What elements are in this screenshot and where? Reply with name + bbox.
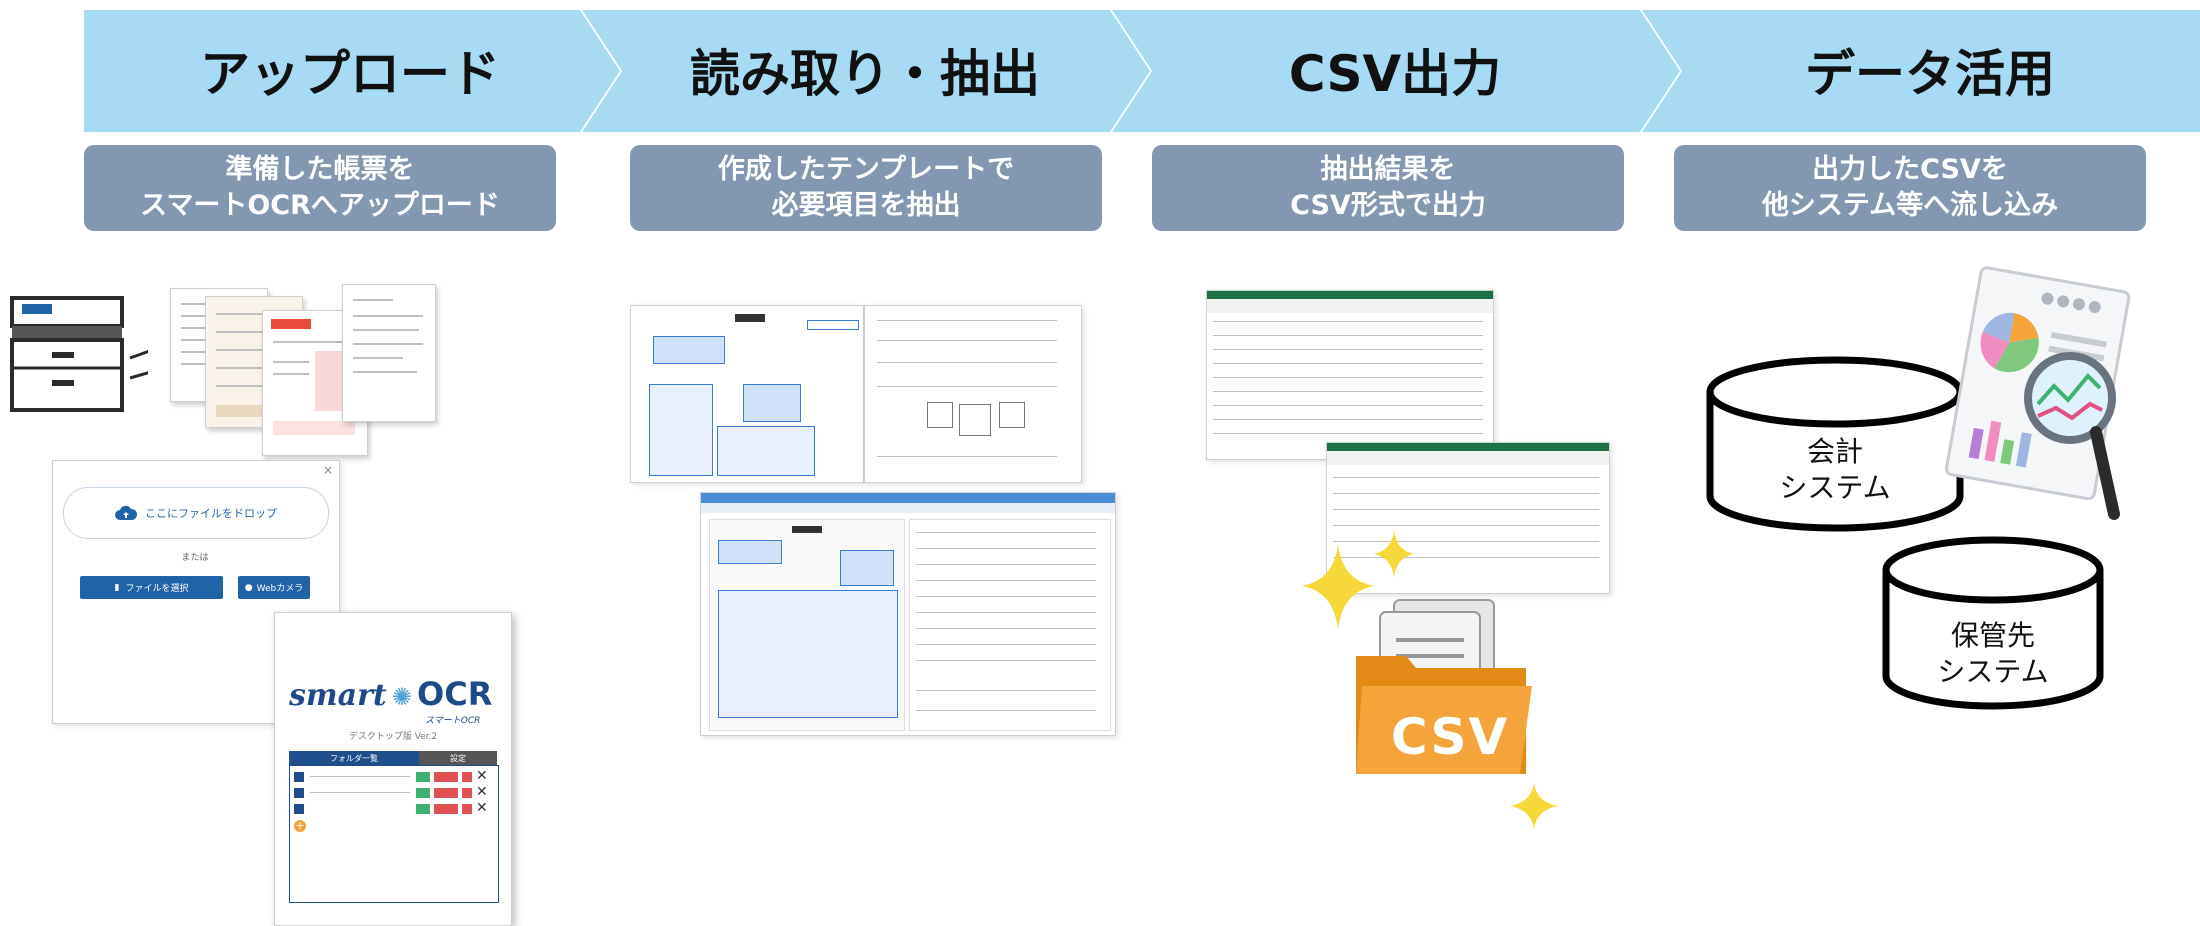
add-folder-icon[interactable]: + <box>294 819 306 832</box>
spreadsheet-preview <box>1326 442 1610 594</box>
app-logo-subtitle: スマートOCR <box>425 716 481 726</box>
tab-folders[interactable]: フォルダ一覧 <box>289 751 419 765</box>
ocr-result-screen <box>700 492 1116 736</box>
accounting-system-database-icon <box>1706 356 1964 532</box>
step-1-title: アップロード <box>200 45 500 103</box>
desktop-app-window: smart ✺ OCR スマートOCR デスクトップ版 Ver.2 フォルダ一覧… <box>274 612 512 926</box>
logo-mark-icon: ✺ <box>391 683 412 711</box>
sparkle-icon <box>1510 782 1558 830</box>
webcam-label: Webカメラ <box>256 584 304 594</box>
step-2-title: 読み取り・抽出 <box>690 45 1040 103</box>
folder-list: ✕ ✕ ✕ + <box>289 765 499 903</box>
report-analysis-icon <box>1944 266 2131 520</box>
step-1-chevron <box>84 10 620 132</box>
cloud-upload-icon <box>115 505 137 520</box>
app-logo-ocr: OCR <box>417 675 493 713</box>
extracted-field-list <box>909 519 1111 731</box>
tab-settings[interactable]: 設定 <box>419 751 497 765</box>
drop-zone-label: ここにファイルをドロップ <box>145 507 277 520</box>
csv-folder-icon <box>1356 599 1532 774</box>
process-arrow-bar <box>84 10 2200 132</box>
template-document-preview <box>630 305 864 483</box>
or-label: または <box>181 553 209 563</box>
camera-icon: ● <box>244 582 253 593</box>
accounting-system-label: 会計 システム <box>1779 435 1891 505</box>
delete-icon[interactable]: ✕ <box>476 768 488 784</box>
step-4-description: 出力したCSVを 他システム等へ流し込み <box>1674 145 2146 231</box>
tab-settings-label: 設定 <box>450 753 466 763</box>
app-version: デスクトップ版 Ver.2 <box>348 732 438 742</box>
folder-icon <box>294 788 304 798</box>
delete-icon[interactable]: ✕ <box>476 784 488 800</box>
step-4-chevron <box>1642 10 2200 132</box>
file-drop-zone[interactable]: ここにファイルをドロップ <box>63 487 329 539</box>
close-icon[interactable]: × <box>322 463 333 477</box>
select-file-button[interactable]: ▮ ファイルを選択 <box>80 576 223 599</box>
step-4-title: データ活用 <box>1805 45 2055 103</box>
step-3-title: CSV出力 <box>1288 45 1502 103</box>
csv-folder-label: CSV <box>1390 708 1510 766</box>
folder-icon <box>294 772 304 782</box>
app-logo: smart ✺ OCR <box>289 675 492 713</box>
delete-icon[interactable]: ✕ <box>476 800 488 816</box>
file-icon: ▮ <box>114 582 120 593</box>
step-2-chevron <box>582 10 1150 132</box>
extracted-document <box>709 519 905 731</box>
step-3-description: 抽出結果を CSV形式で出力 <box>1152 145 1624 231</box>
step-3-chevron <box>1112 10 1680 132</box>
webcam-button[interactable]: ● Webカメラ <box>238 576 310 599</box>
spreadsheet-preview <box>1206 290 1494 460</box>
tab-folders-label: フォルダ一覧 <box>330 753 378 763</box>
folder-icon <box>294 804 304 814</box>
storage-system-database-icon <box>1882 536 2104 710</box>
printer-icon <box>10 296 148 412</box>
template-settings-preview <box>864 305 1082 483</box>
document-thumbnail <box>342 284 436 422</box>
step-2-description: 作成したテンプレートで 必要項目を抽出 <box>630 145 1102 231</box>
storage-system-label: 保管先 システム <box>1937 619 2049 689</box>
step-1-description: 準備した帳票を スマートOCRへアップロード <box>84 145 556 231</box>
select-file-label: ファイルを選択 <box>125 584 189 594</box>
sparkle-icon <box>1302 530 1414 630</box>
app-logo-text: smart <box>289 678 387 713</box>
